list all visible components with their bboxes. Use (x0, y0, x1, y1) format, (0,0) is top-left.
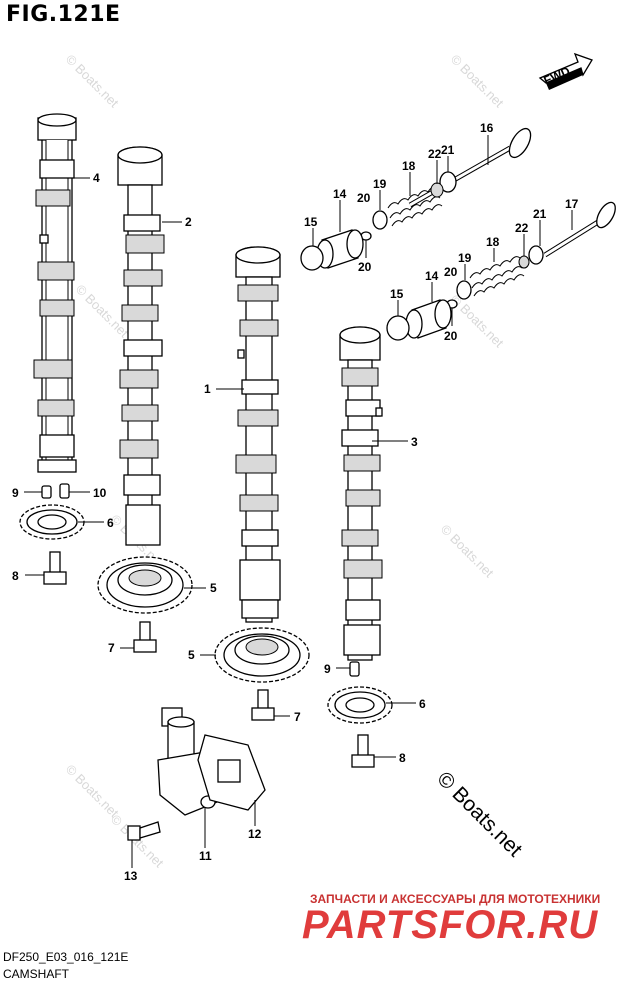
callout-7: 7 (294, 710, 301, 724)
camshaft-1 (235, 246, 281, 623)
cotter-22 (518, 255, 530, 269)
callout-20: 20 (444, 265, 458, 279)
callout-13: 13 (124, 869, 138, 883)
bolt-8 (351, 734, 375, 768)
tappet-14 (405, 299, 452, 339)
callout-20: 20 (358, 260, 372, 274)
sprocket-5 (97, 556, 193, 614)
valve-16 (408, 127, 532, 208)
callout-21: 21 (441, 143, 455, 157)
watermark: © Boats.net (448, 52, 507, 111)
callout-15: 15 (390, 287, 404, 301)
callout-14: 14 (425, 269, 439, 283)
callout-21: 21 (533, 207, 547, 221)
callout-labels: 4 2 1 3 5 5 6 6 7 7 8 8 9 9 10 11 12 13 … (12, 121, 579, 883)
shim-15 (386, 315, 410, 341)
callout-10: 10 (93, 486, 107, 500)
shim-15 (300, 245, 324, 271)
callout-11: 11 (199, 849, 212, 863)
bolt-8 (43, 551, 67, 585)
dowel-pin-9 (41, 485, 52, 499)
camshaft-3 (339, 326, 383, 661)
callout-5: 5 (188, 648, 195, 662)
callout-9: 9 (12, 486, 19, 500)
callout-19: 19 (373, 177, 387, 191)
sprocket-6 (19, 504, 85, 540)
leader-lines (24, 135, 573, 868)
callout-12: 12 (248, 827, 262, 841)
callout-20: 20 (357, 191, 371, 205)
dowel-pin-9 (349, 661, 360, 677)
valve-17 (543, 201, 616, 258)
callout-22: 22 (515, 221, 529, 235)
camshaft-4 (33, 113, 77, 473)
callout-19: 19 (458, 251, 472, 265)
callout-9: 9 (324, 662, 331, 676)
model-code: DF250_E03_016_121E (3, 950, 129, 964)
sprocket-6 (327, 686, 393, 724)
callout-3: 3 (411, 435, 418, 449)
watermark: © Boats.net (63, 762, 122, 821)
callout-16: 16 (480, 121, 494, 135)
callout-2: 2 (185, 215, 192, 229)
valve-spring-18 (469, 256, 525, 297)
figure-title: FIG.121E (6, 2, 121, 27)
callout-5: 5 (210, 581, 217, 595)
callout-4: 4 (93, 171, 100, 185)
callout-17: 17 (565, 197, 579, 211)
seller-tagline: ЗАПЧАСТИ И АКСЕССУАРЫ ДЛЯ МОТОТЕХНИКИ (310, 892, 600, 906)
bolt-13 (127, 821, 161, 841)
tappet-14 (316, 229, 364, 269)
fwd-arrow: FWD (538, 52, 593, 90)
callout-14: 14 (333, 187, 347, 201)
watermark: © Boats.net (438, 522, 497, 581)
gasket-12 (197, 734, 266, 811)
callout-6: 6 (107, 516, 114, 530)
camshaft-2 (117, 146, 165, 546)
bolt-7 (251, 689, 275, 721)
retainer-21 (528, 245, 544, 265)
callout-15: 15 (304, 215, 318, 229)
section-name: CAMSHAFT (3, 967, 69, 981)
valve-spring-18 (387, 186, 443, 227)
pin-10 (59, 483, 70, 499)
callout-20: 20 (444, 329, 458, 343)
callout-18: 18 (402, 159, 416, 173)
cotter-22 (430, 182, 444, 198)
sprocket-5 (214, 627, 310, 683)
seller-logo: ЗАПЧАСТИ И АКСЕССУАРЫ ДЛЯ МОТОТЕХНИКИ PA… (302, 892, 600, 947)
callout-8: 8 (399, 751, 406, 765)
bolt-7 (133, 621, 157, 653)
seat-19 (372, 210, 388, 230)
seller-logo-text: PARTSFOR.RU (302, 903, 598, 947)
callout-7: 7 (108, 641, 115, 655)
callout-8: 8 (12, 569, 19, 583)
callout-22: 22 (428, 147, 442, 161)
copyright-watermark: © Boats.net (432, 767, 526, 861)
callout-6: 6 (419, 697, 426, 711)
callout-1: 1 (204, 382, 211, 396)
watermark: © Boats.net (108, 812, 167, 871)
callout-18: 18 (486, 235, 500, 249)
watermark: © Boats.net (63, 52, 122, 111)
seat-19 (456, 280, 472, 300)
